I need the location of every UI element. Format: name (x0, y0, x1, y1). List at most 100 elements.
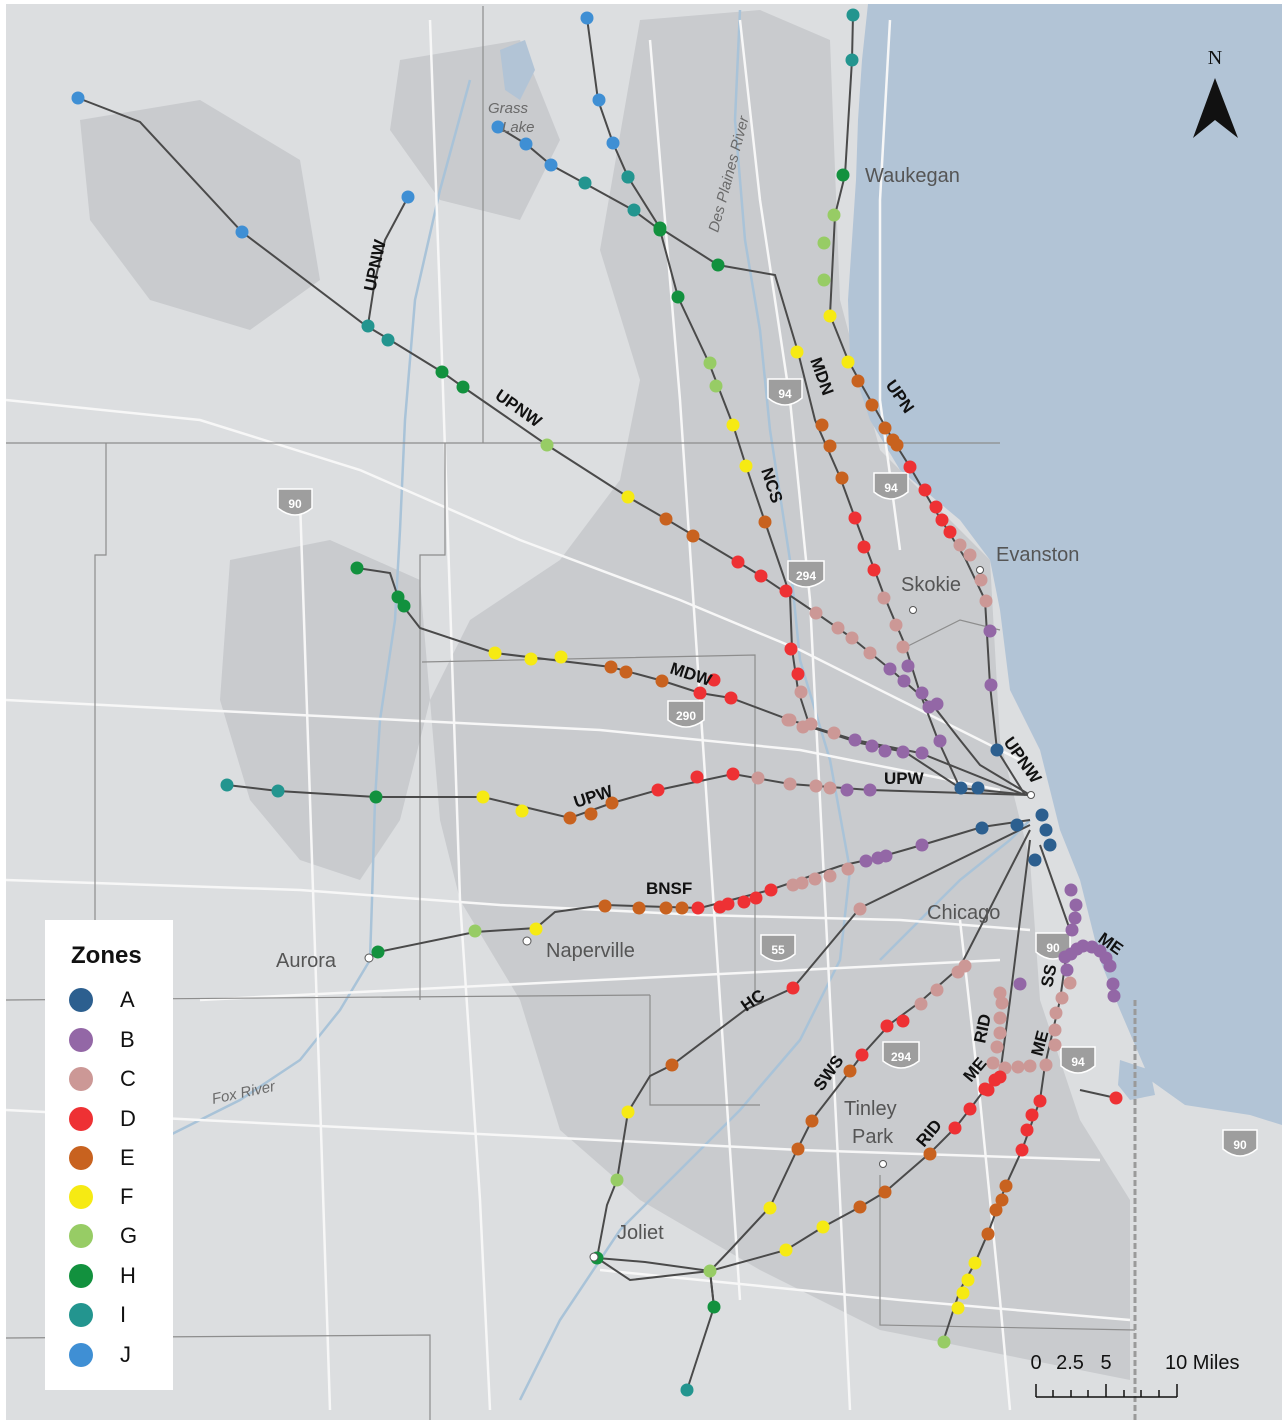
station-zone-f (956, 1286, 970, 1300)
shield-label: 90 (1233, 1138, 1247, 1152)
station-zone-e (981, 1227, 995, 1241)
legend-title: Zones (71, 942, 142, 969)
station-zone-d (724, 691, 738, 705)
station-zone-c (877, 591, 891, 605)
station-zone-d (737, 895, 751, 909)
station-zone-c (953, 538, 967, 552)
station-zone-d (948, 1121, 962, 1135)
station-zone-d (690, 770, 704, 784)
station-zone-i (627, 203, 641, 217)
station-zone-c (783, 713, 797, 727)
legend-swatch (69, 1185, 93, 1209)
north-arrow: N (1193, 47, 1238, 138)
station-zone-b (930, 697, 944, 711)
station-zone-g (937, 1335, 951, 1349)
station-zone-b (901, 659, 915, 673)
station-zone-c (993, 1011, 1007, 1025)
station-zone-b (840, 783, 854, 797)
town-points (364, 566, 1035, 1262)
station-zone-c (1055, 991, 1069, 1005)
station-zone-c (751, 771, 765, 785)
station-zone-c (809, 779, 823, 793)
legend-item-j: J (69, 1340, 131, 1370)
station-zone-h (671, 290, 685, 304)
station-zone-h (456, 380, 470, 394)
label-skokie: Skokie (901, 574, 961, 596)
station-zone-i (381, 333, 395, 347)
station-zone-f (841, 355, 855, 369)
station-zone-h (369, 790, 383, 804)
station-zone-b (865, 739, 879, 753)
station-zone-c (808, 872, 822, 886)
station-zone-c (974, 573, 988, 587)
label-aurora: Aurora (276, 950, 337, 972)
zone-legend: Zones A B C D E F G H I J (45, 920, 173, 1390)
station-zone-c (963, 548, 977, 562)
station-zone-g (817, 236, 831, 250)
station-zone-c (958, 959, 972, 973)
station-zone-j (606, 136, 620, 150)
legend-label: A (120, 987, 135, 1012)
station-zone-i (578, 176, 592, 190)
station-zone-b (896, 745, 910, 759)
station-zone-e (605, 796, 619, 810)
station-zone-d (651, 783, 665, 797)
station-zone-c (827, 726, 841, 740)
station-zone-b (848, 733, 862, 747)
station-zone-b (863, 783, 877, 797)
station-zone-b (1064, 883, 1078, 897)
station-zone-d (963, 1102, 977, 1116)
station-zone-f (961, 1273, 975, 1287)
station-zone-h (711, 258, 725, 272)
shield-label: 294 (891, 1050, 911, 1064)
station-zone-e (835, 471, 849, 485)
station-zone-e (843, 1064, 857, 1078)
town-point-joliet (589, 1252, 599, 1262)
shield-label: 94 (1071, 1055, 1085, 1069)
station-zone-f (951, 1301, 965, 1315)
shield-94-skokie: 94 (873, 472, 909, 500)
rail-upnw-branch (367, 196, 409, 326)
station-zone-g (703, 1264, 717, 1278)
station-zone-b (859, 854, 873, 868)
station-zone-d (1015, 1143, 1029, 1157)
station-zone-f (524, 652, 538, 666)
station-zone-e (632, 901, 646, 915)
shield-294-north: 294 (787, 560, 825, 588)
station-zone-f (968, 1256, 982, 1270)
scale-label-2-5: 2.5 (1056, 1352, 1084, 1374)
station-zone-g (709, 379, 723, 393)
legend-label: I (120, 1302, 127, 1327)
station-zone-d (726, 767, 740, 781)
station-zone-i (220, 778, 234, 792)
legend-swatch (69, 1146, 93, 1170)
station-zone-j (592, 93, 606, 107)
station-zone-d (896, 1014, 910, 1028)
station-zone-j (544, 158, 558, 172)
station-zone-d (784, 642, 798, 656)
station-zone-b (1070, 942, 1084, 956)
line-label-upw-east: UPW (884, 769, 925, 788)
rail-joliet-s (596, 1257, 716, 1391)
station-zone-f (763, 1201, 777, 1215)
label-grass-lake-1: Grass (488, 100, 529, 117)
station-zone-c (1063, 976, 1077, 990)
station-zone-j (71, 91, 85, 105)
line-label-bnsf: BNSF (646, 879, 692, 898)
legend-label: B (120, 1027, 135, 1052)
shield-90-indiana: 90 (1222, 1129, 1258, 1157)
station-zone-c (986, 1056, 1000, 1070)
station-zone-e (619, 665, 633, 679)
legend-swatch (69, 1303, 93, 1327)
station-zone-b (983, 624, 997, 638)
station-zone-d (943, 525, 957, 539)
station-zone-c (841, 862, 855, 876)
town-point-evanston (976, 566, 984, 574)
shield-55: 55 (760, 934, 796, 962)
station-zone-e (659, 512, 673, 526)
station-zone-f (488, 646, 502, 660)
station-zone-f (823, 309, 837, 323)
station-zone-d (1109, 1091, 1123, 1105)
station-zone-g (703, 356, 717, 370)
station-zone-i (680, 1383, 694, 1397)
